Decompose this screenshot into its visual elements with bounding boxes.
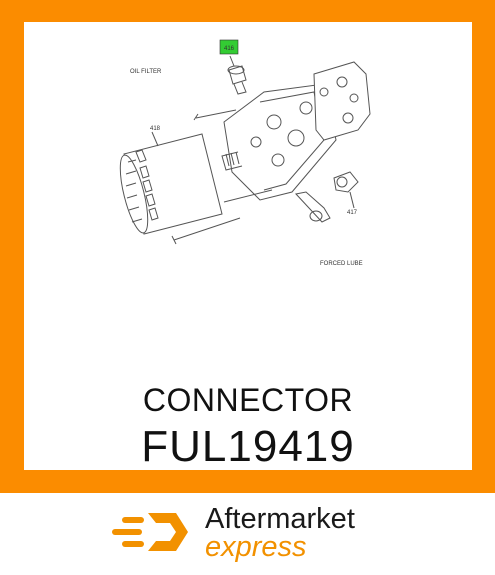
brand-name-line1: Aftermarket [205, 503, 355, 535]
brand-name-line2: express [205, 531, 307, 563]
bolt-drawings [171, 109, 273, 245]
label-oil-filter: OIL FILTER [130, 69, 162, 75]
part-name: CONNECTOR [142, 382, 354, 418]
part-number: FUL19419 [141, 422, 355, 471]
aftermarket-express-logo-icon [112, 513, 188, 551]
brand-footer: Aftermarket express [0, 493, 495, 575]
mounting-plate-drawing [313, 61, 371, 141]
product-panel: 416 OIL FILTER 418 417 FORCED LUBE CONNE… [24, 22, 472, 471]
exploded-view-drawing: 416 OIL FILTER 418 417 FORCED LUBE [119, 39, 371, 267]
parts-diagram: 416 OIL FILTER 418 417 FORCED LUBE [24, 22, 472, 322]
ref-label-418: 418 [150, 126, 161, 132]
highlight-box-416 [219, 39, 239, 55]
filter-head-drawing [221, 83, 337, 201]
ref-label-417: 417 [347, 210, 358, 216]
ref-label-416: 416 [224, 46, 235, 52]
fitting-417-drawing [295, 171, 359, 223]
orange-frame: 416 OIL FILTER 418 417 FORCED LUBE CONNE… [0, 0, 495, 493]
oil-filter-drawing [119, 133, 223, 235]
label-forced-lube: FORCED LUBE [320, 261, 363, 267]
connector-416-drawing [227, 55, 247, 95]
